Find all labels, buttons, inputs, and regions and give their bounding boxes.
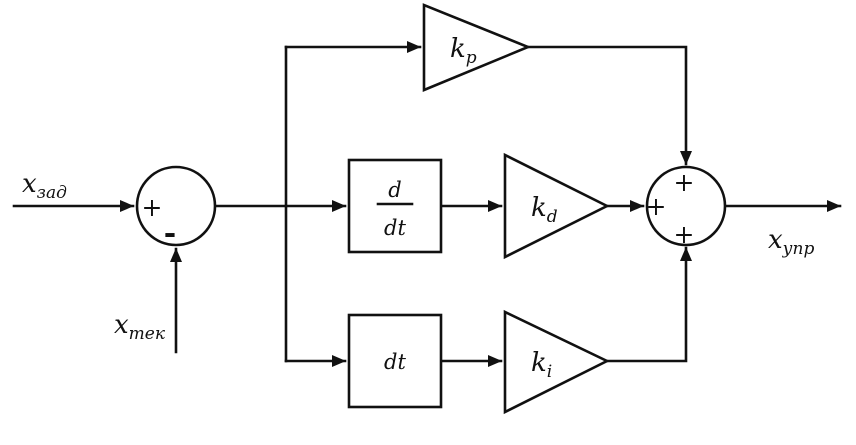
error-summing-junction <box>135 165 217 247</box>
ki-base: k <box>531 348 547 378</box>
feedback-base: x <box>114 310 129 340</box>
kp-base: k <box>450 34 466 64</box>
setpoint-base: x <box>22 169 37 199</box>
output-base: x <box>768 225 783 255</box>
ki-sub: i <box>547 362 552 382</box>
derivative-denominator: dt <box>384 216 406 240</box>
integral-to-sum-arrow <box>605 246 692 363</box>
derivative-gain-label: kd <box>531 193 558 227</box>
error-sum-minus-sign: - <box>164 216 176 251</box>
kd-sub: d <box>547 207 558 227</box>
feedback-label: xтек <box>114 310 166 344</box>
derivative-gain-block <box>503 152 610 260</box>
output-summing-junction <box>645 165 727 247</box>
proportional-gain-label: kp <box>450 34 477 68</box>
integral-operator-block <box>347 313 443 409</box>
derivative-numerator: d <box>388 178 401 202</box>
setpoint-label: xзад <box>22 169 67 203</box>
kd-base: k <box>531 193 547 223</box>
output-sum-plus-left-sign: + <box>646 192 667 221</box>
output-label: xупр <box>768 225 814 259</box>
integral-gain-block <box>503 309 610 415</box>
feedback-sub: тек <box>129 324 166 344</box>
integral-gain-label: ki <box>531 348 552 382</box>
error-sum-plus-sign: + <box>142 193 163 222</box>
output-sum-plus-bottom-sign: + <box>674 220 695 249</box>
output-sum-plus-top-sign: + <box>674 168 695 197</box>
output-sub: упр <box>782 239 815 259</box>
integral-operator-label: dt <box>384 350 406 374</box>
kp-sub: p <box>466 48 477 68</box>
proportional-gain-block <box>422 3 532 92</box>
proportional-to-sum-arrow <box>526 45 692 166</box>
setpoint-sub: зад <box>37 183 67 203</box>
derivative-operator-block <box>347 158 443 254</box>
